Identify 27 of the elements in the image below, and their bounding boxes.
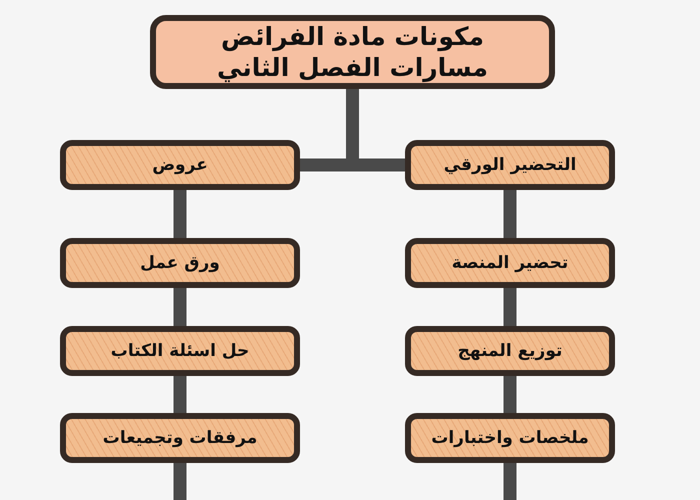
title-text: مسارات الفصل الثاني: [217, 52, 488, 84]
title-text: مكونات مادة الفرائض: [221, 20, 484, 52]
box-label: ملخصات واختبارات: [431, 428, 589, 448]
connector-line: [504, 376, 516, 413]
connector-line: [504, 463, 516, 500]
connector-line: [174, 288, 186, 326]
wooden-sign-box: [405, 238, 615, 288]
wooden-sign-box: [405, 413, 615, 463]
box-label: مرفقات وتجميعات: [102, 428, 258, 448]
wooden-sign-box: [60, 326, 300, 376]
connector-line: [504, 190, 516, 238]
box-label: ورق عمل: [140, 253, 220, 273]
box-label: تحضير المنصة: [452, 253, 568, 273]
box-label: حل اسئلة الكتاب: [110, 341, 250, 361]
box-label: توزيع المنهج: [458, 341, 562, 361]
title-box: [150, 15, 555, 89]
wooden-sign-box: [405, 326, 615, 376]
box-label: التحضير الورقي: [444, 155, 576, 175]
connector-line: [174, 190, 186, 238]
connector-line: [504, 288, 516, 326]
wooden-sign-box: [60, 140, 300, 190]
box-label: عروض: [152, 155, 208, 175]
wooden-sign-box: [60, 238, 300, 288]
connector-line: [174, 376, 186, 413]
wooden-sign-box: [405, 140, 615, 190]
wooden-sign-box: [60, 413, 300, 463]
connector-line: [174, 463, 186, 500]
